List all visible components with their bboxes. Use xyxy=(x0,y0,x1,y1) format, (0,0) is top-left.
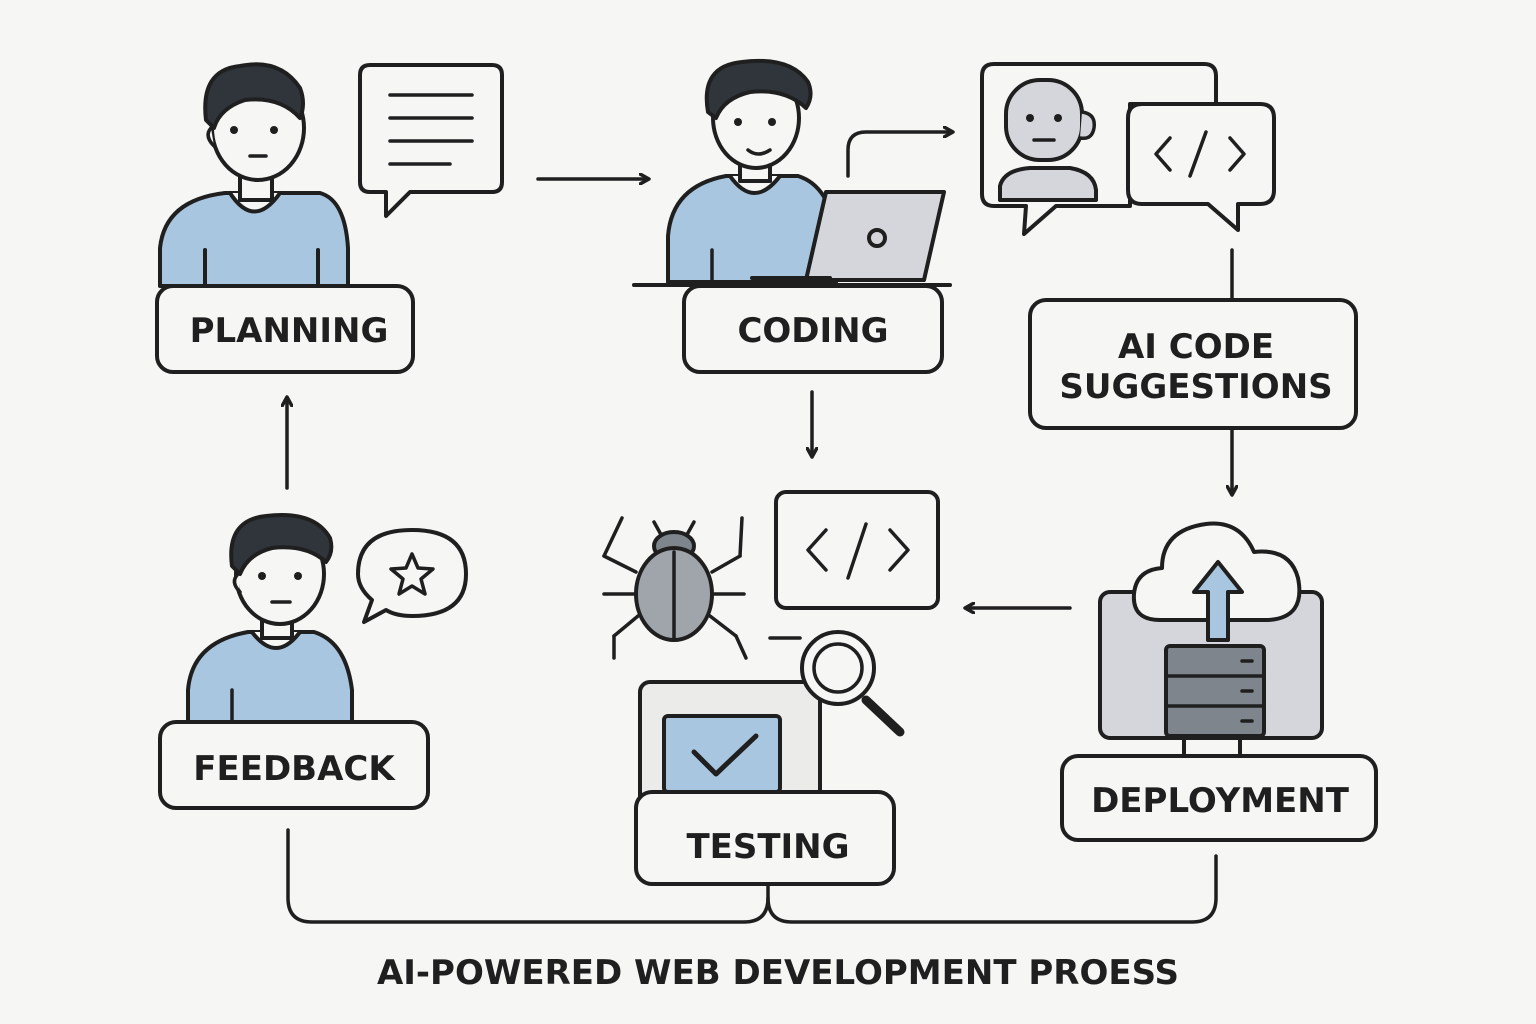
ai-suggestions-label-line1: AI CODE xyxy=(1118,327,1274,367)
deployment-label: DEPLOYMENT xyxy=(1091,781,1350,821)
ai-suggestions-label-box: AI CODE SUGGESTIONS xyxy=(1028,298,1358,430)
checkbox-window-icon xyxy=(638,680,822,812)
coding-label-box: CODING xyxy=(682,284,944,374)
code-bubble-icon xyxy=(1126,102,1276,232)
magnifier-icon xyxy=(800,630,905,737)
testing-label-box: TESTING xyxy=(634,790,896,886)
planning-label-box: PLANNING xyxy=(155,284,415,374)
person-coding-icon xyxy=(666,58,838,284)
deployment-label-box: DEPLOYMENT xyxy=(1060,754,1378,842)
person-feedback-icon xyxy=(186,513,354,724)
code-window-icon xyxy=(774,490,940,610)
server-icon xyxy=(1164,644,1266,738)
person-planning-icon xyxy=(158,62,350,288)
feedback-label-box: FEEDBACK xyxy=(158,720,430,810)
planning-label: PLANNING xyxy=(190,311,389,351)
cloud-upload-icon xyxy=(1131,521,1302,642)
bug-icon xyxy=(602,516,748,660)
coding-label: CODING xyxy=(737,311,888,351)
robot-chat-icon xyxy=(980,62,1218,236)
laptop-icon xyxy=(750,190,946,282)
ai-suggestions-label-line2: SUGGESTIONS xyxy=(1059,367,1332,407)
testing-label: TESTING xyxy=(686,827,849,867)
chat-bubble-icon xyxy=(358,63,504,218)
arrow-coding-to-ai xyxy=(846,132,952,178)
diagram-title: AI-POWERED WEB DEVELOPMENT PROESS xyxy=(377,953,1179,993)
loop-line-left xyxy=(286,828,770,924)
loop-line-right xyxy=(766,854,1218,924)
feedback-label: FEEDBACK xyxy=(193,749,396,789)
star-bubble-icon xyxy=(356,528,468,624)
